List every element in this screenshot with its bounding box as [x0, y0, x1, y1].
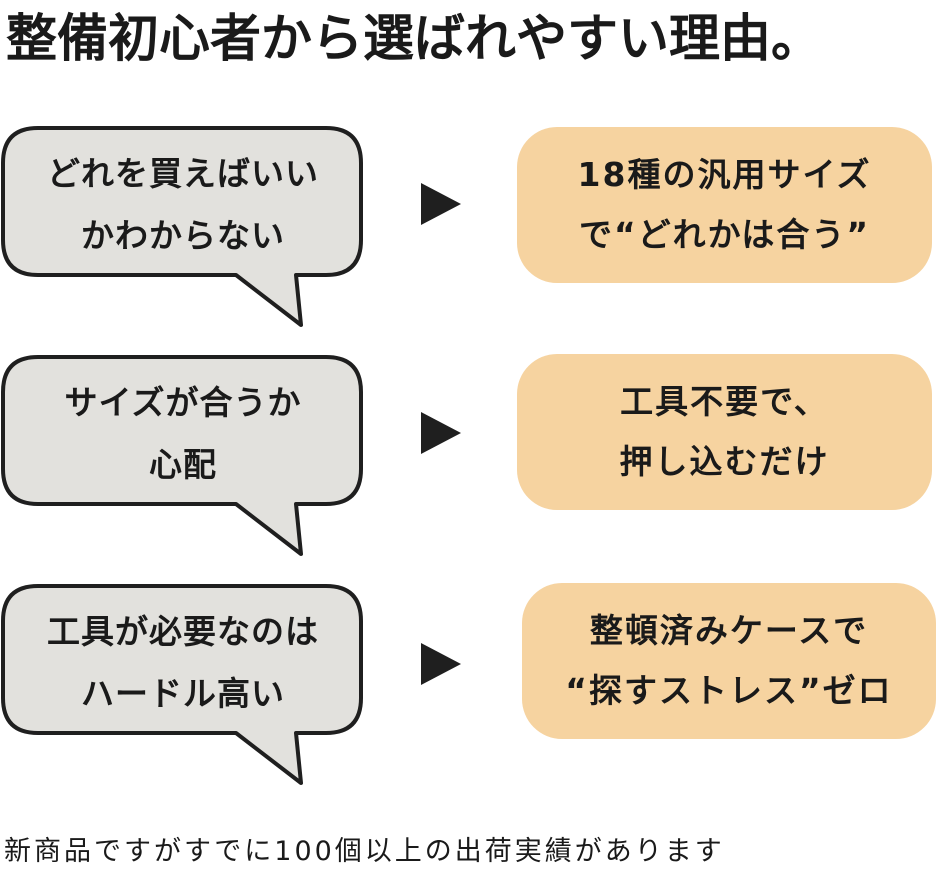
concern-line: 心配: [149, 445, 217, 484]
concern-line: かわからない: [81, 216, 285, 255]
answer-line: 押し込むだけ: [619, 442, 830, 481]
reason-row-3: 工具が必要なのは ハードル高い 整頓済みケースで “探すストレス”ゼロ: [0, 583, 940, 813]
arrow-icon: [421, 412, 461, 454]
answer-line: 工具不要で、: [620, 382, 829, 421]
concern-text-1: どれを買えばいい かわからない: [4, 143, 362, 267]
arrow-icon: [421, 643, 461, 685]
shipping-record-note: 新商品ですがすでに100個以上の出荷実績があります: [4, 836, 725, 867]
answer-line: 整頓済みケースで: [589, 611, 869, 650]
answer-box-1: 18種の汎用サイズ で“どれかは合う”: [517, 127, 932, 283]
answer-line: 18種の汎用サイズ: [577, 155, 872, 194]
concern-text-2: サイズが合うか 心配: [4, 372, 362, 496]
answer-line: “探すストレス”ゼロ: [565, 671, 893, 710]
answer-line: で“どれかは合う”: [578, 215, 871, 254]
reason-row-1: どれを買えばいい かわからない 18種の汎用サイズ で“どれかは合う”: [0, 125, 940, 355]
speech-bubble-1: [1, 126, 363, 327]
reason-row-2: サイズが合うか 心配 工具不要で、 押し込むだけ: [0, 354, 940, 584]
concern-line: ハードル高い: [81, 674, 285, 713]
concern-line: 工具が必要なのは: [47, 612, 319, 651]
answer-box-2: 工具不要で、 押し込むだけ: [517, 354, 932, 510]
page-title: 整備初心者から選ばれやすい理由。: [6, 10, 823, 69]
speech-bubble-2: [1, 355, 363, 556]
arrow-icon: [421, 183, 461, 225]
concern-line: どれを買えばいい: [47, 154, 319, 193]
speech-bubble-3: [1, 584, 363, 785]
concern-line: サイズが合うか: [64, 383, 302, 422]
answer-box-3: 整頓済みケースで “探すストレス”ゼロ: [522, 583, 936, 739]
concern-text-3: 工具が必要なのは ハードル高い: [4, 601, 362, 725]
